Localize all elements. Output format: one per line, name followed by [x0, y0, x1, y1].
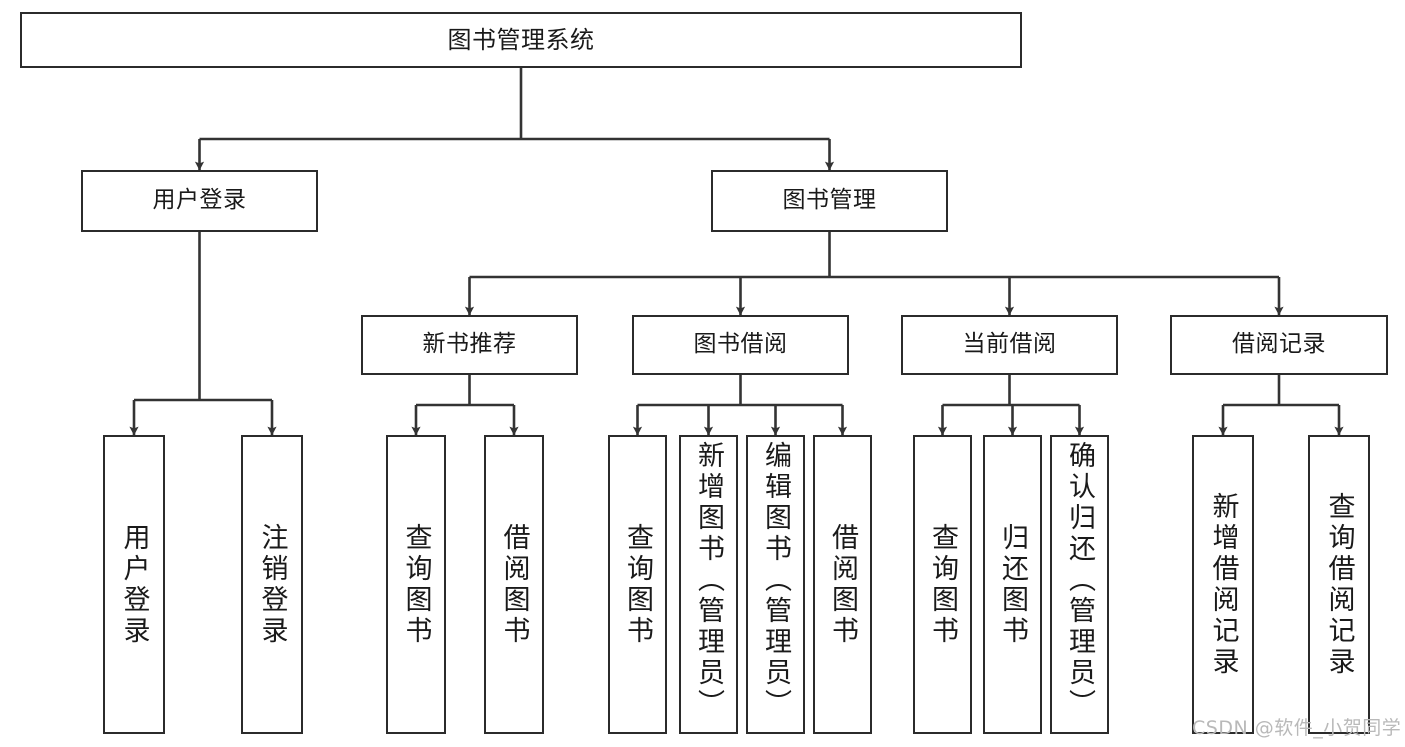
node-l2c[interactable]: 当前借阅: [901, 315, 1118, 375]
node-label: 图书管理: [782, 187, 877, 214]
node-label: 新书推荐: [422, 331, 517, 358]
node-leaf13[interactable]: 查询借阅记录: [1308, 435, 1370, 734]
node-label: 图书管理系统: [447, 25, 595, 54]
node-label: 借阅记录: [1232, 331, 1326, 358]
node-leaf6[interactable]: 新增图书（管理员）: [679, 435, 738, 734]
edge-paths: [129, 68, 1344, 436]
node-label: 用户登录: [118, 522, 150, 647]
node-label: 借阅图书: [827, 522, 858, 647]
node-label: 查询图书: [927, 522, 958, 647]
node-leaf4[interactable]: 借阅图书: [484, 435, 544, 734]
node-l2a[interactable]: 新书推荐: [361, 315, 578, 375]
node-l1a[interactable]: 用户登录: [81, 170, 318, 232]
node-label: 当前借阅: [962, 331, 1057, 358]
node-leaf10[interactable]: 归还图书: [983, 435, 1042, 734]
node-l2d[interactable]: 借阅记录: [1170, 315, 1388, 375]
node-leaf11[interactable]: 确认归还（管理员）: [1050, 435, 1109, 734]
node-leaf5[interactable]: 查询图书: [608, 435, 667, 734]
node-label: 借阅图书: [498, 522, 530, 647]
node-root[interactable]: 图书管理系统: [20, 12, 1022, 68]
node-leaf12[interactable]: 新增借阅记录: [1192, 435, 1254, 734]
node-leaf9[interactable]: 查询图书: [913, 435, 972, 734]
node-label: 编辑图书（管理员）: [760, 441, 791, 720]
node-leaf2[interactable]: 注销登录: [241, 435, 303, 734]
node-label: 图书借阅: [693, 331, 788, 358]
node-label: 新增借阅记录: [1207, 491, 1239, 678]
node-l1b[interactable]: 图书管理: [711, 170, 948, 232]
node-label: 查询图书: [622, 522, 653, 647]
node-label: 确认归还（管理员）: [1064, 441, 1095, 720]
csdn-watermark: CSDN @软件_小贺同学: [1192, 717, 1402, 739]
node-l2b[interactable]: 图书借阅: [632, 315, 849, 375]
node-label: 用户登录: [152, 187, 247, 214]
node-leaf8[interactable]: 借阅图书: [813, 435, 872, 734]
node-label: 查询借阅记录: [1323, 491, 1355, 678]
node-leaf1[interactable]: 用户登录: [103, 435, 165, 734]
node-label: 注销登录: [256, 522, 288, 647]
node-leaf3[interactable]: 查询图书: [386, 435, 446, 734]
node-label: 新增图书（管理员）: [693, 441, 724, 720]
node-label: 归还图书: [997, 522, 1028, 647]
node-leaf7[interactable]: 编辑图书（管理员）: [746, 435, 805, 734]
node-label: 查询图书: [400, 522, 432, 647]
